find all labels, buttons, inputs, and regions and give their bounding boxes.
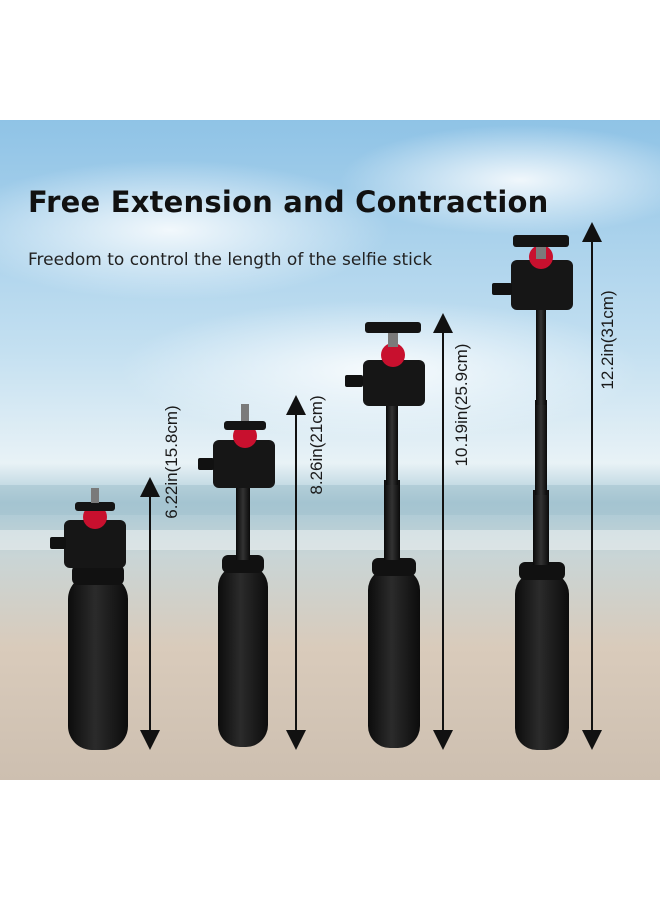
dimension-label-12in: 12.2in(31cm) xyxy=(598,290,617,390)
selfie-stick-12in xyxy=(492,235,573,750)
selfie-stick-8in xyxy=(198,404,275,747)
selfie-stick-10in xyxy=(345,322,425,748)
dimension-label-10in: 10.19in(25.9cm) xyxy=(452,343,471,467)
dimension-label-6in: 6.22in(15.8cm) xyxy=(162,405,181,519)
subheadline: Freedom to control the length of the sel… xyxy=(28,250,433,270)
dimension-label-8in: 8.26in(21cm) xyxy=(307,395,326,495)
selfie-stick-6in xyxy=(50,488,128,750)
headline: Free Extension and Contraction xyxy=(28,185,549,219)
